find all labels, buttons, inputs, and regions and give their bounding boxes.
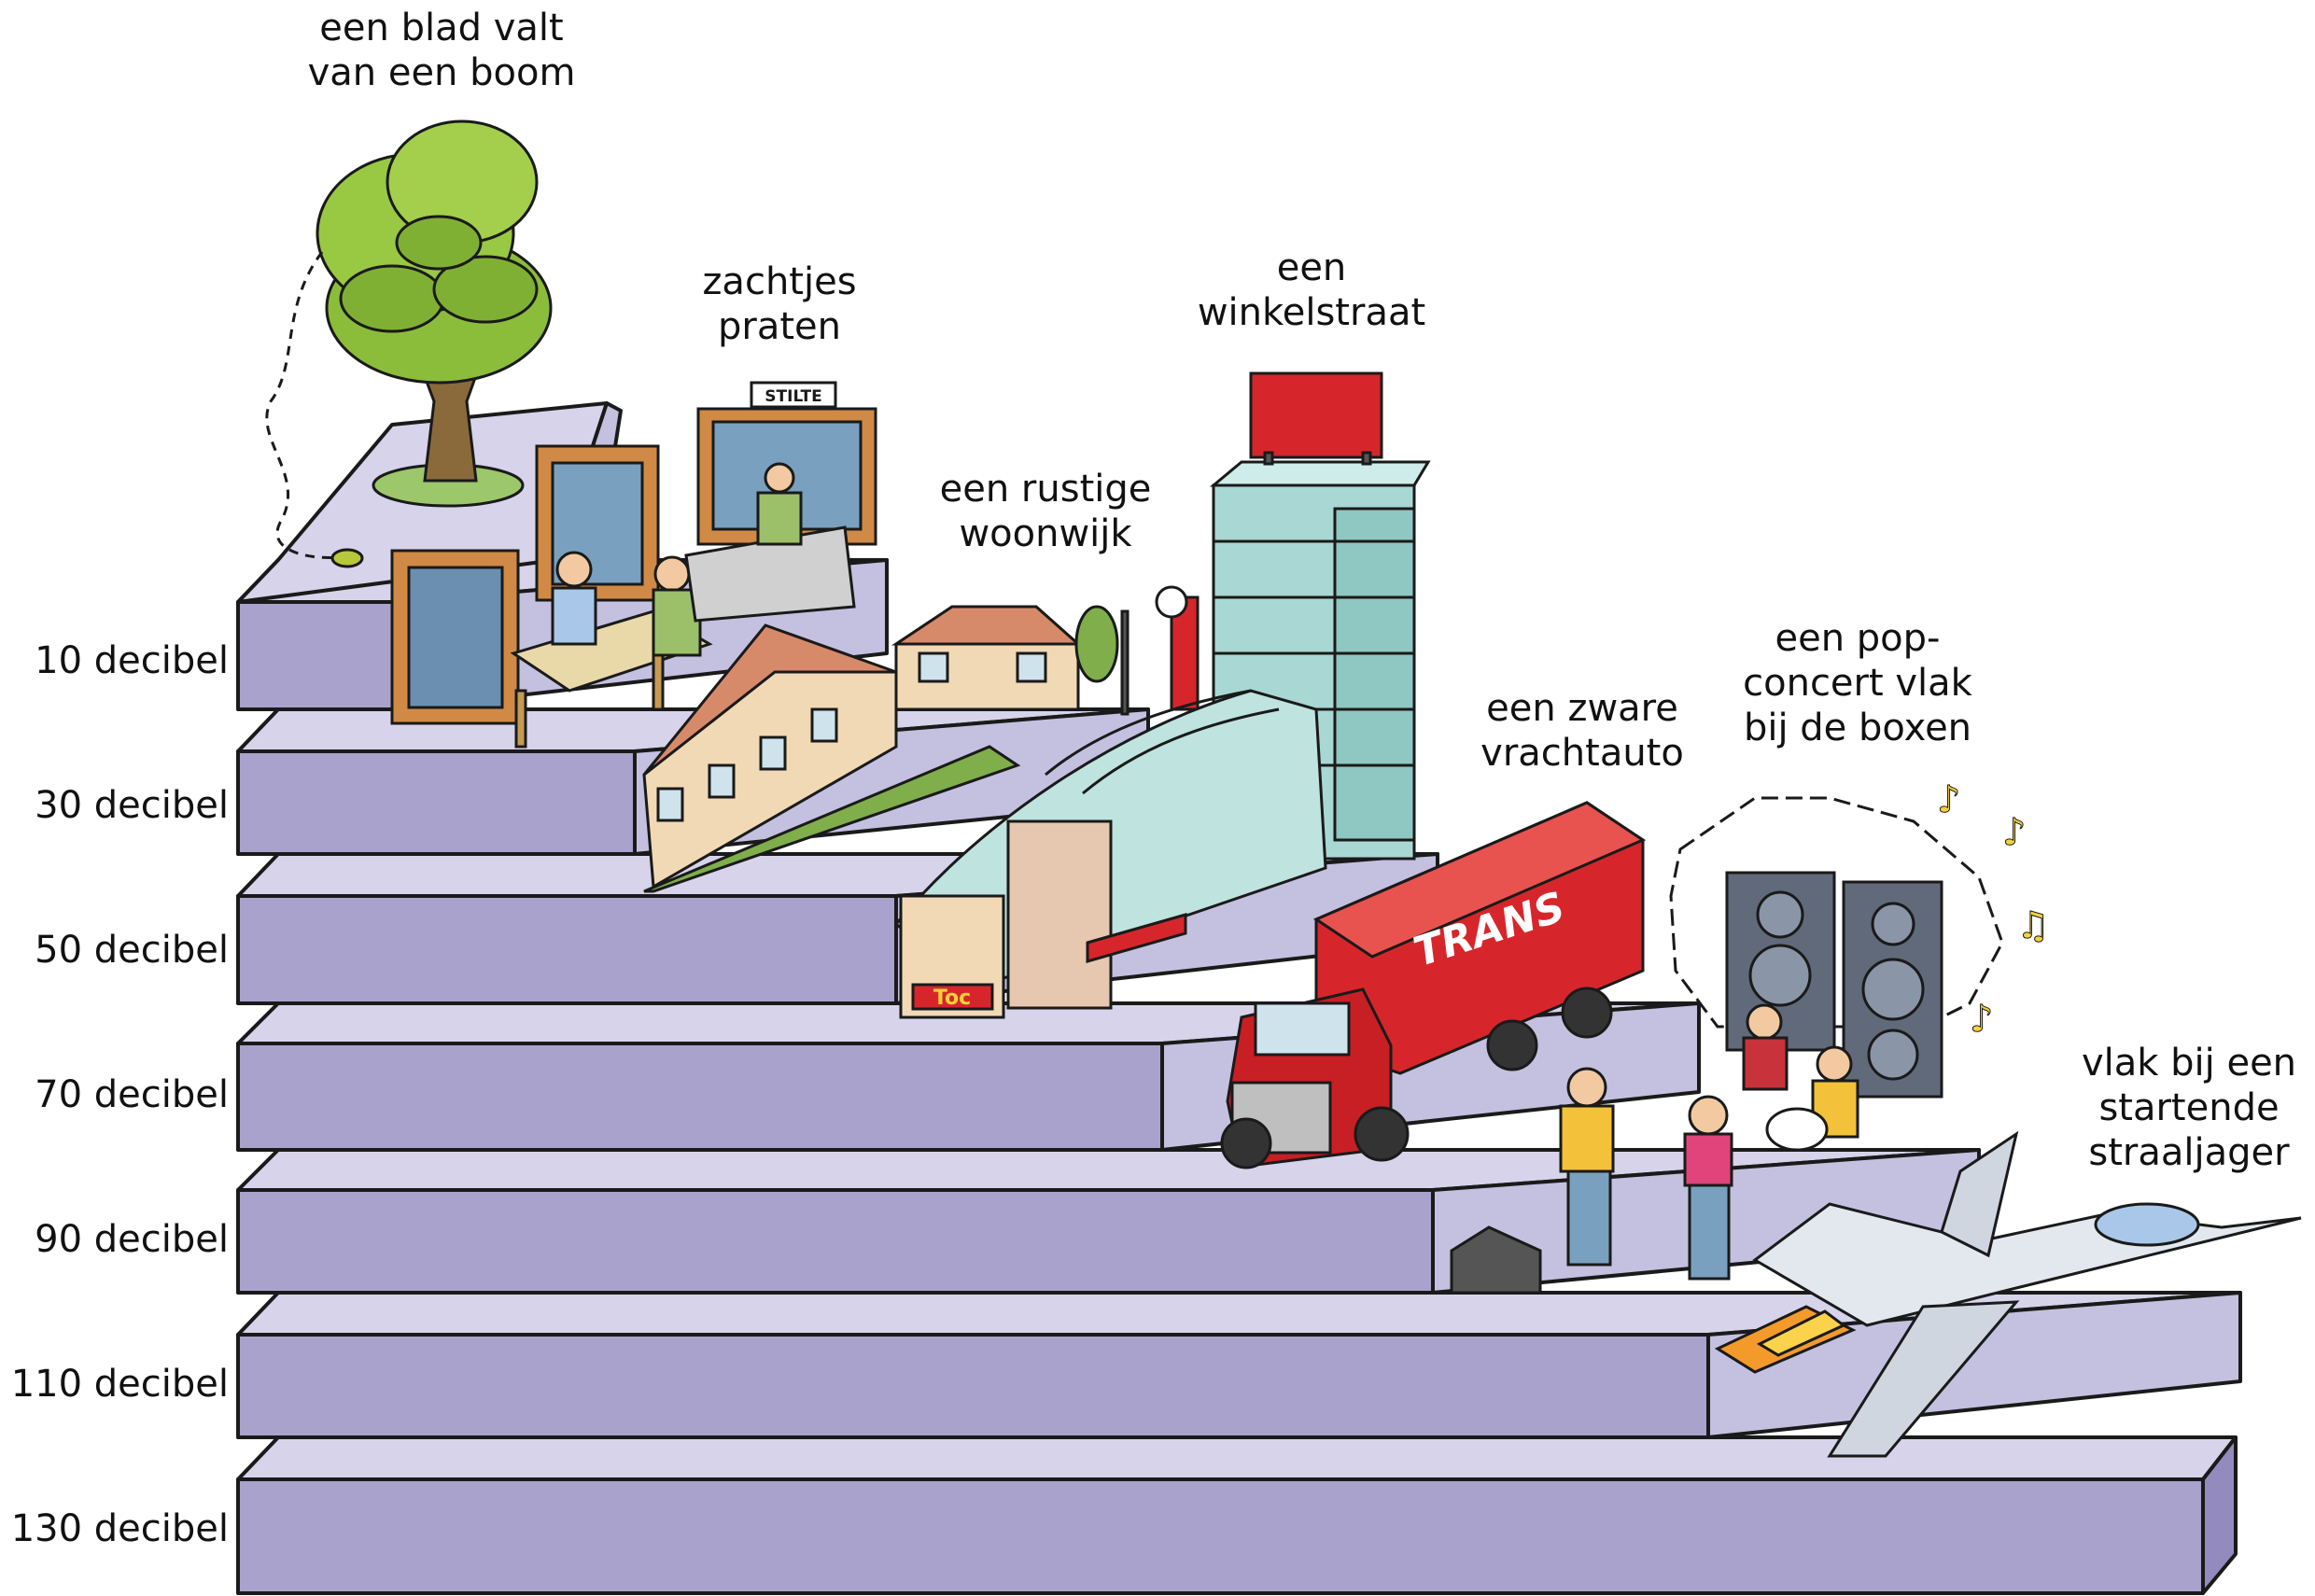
leaf-icon [330, 548, 364, 568]
level-label-30: 30 decibel [35, 784, 229, 827]
caption-jet-line3: straaljager [2088, 1131, 2290, 1174]
caption-shop-line1: een [1276, 246, 1347, 289]
houses-illustration [642, 605, 1129, 893]
caption-truck-line1: een zware [1486, 687, 1678, 730]
shop-sign: Toc [933, 987, 971, 1010]
caption-leaf-line1: een blad valt [319, 7, 564, 49]
step-130 [236, 1435, 2238, 1595]
jet-illustration [1714, 1130, 2302, 1458]
caption-concert-line1: een pop- [1775, 617, 1941, 660]
svg-text:♪: ♪ [1937, 778, 1961, 821]
caption-concert-line2: concert vlak [1743, 662, 1972, 705]
caption-jet-line2: startende [2098, 1086, 2280, 1129]
caption-concert-line3: bij de boxen [1743, 707, 1972, 749]
level-label-50: 50 decibel [35, 929, 229, 972]
level-label-70: 70 decibel [35, 1073, 229, 1116]
caption-quiet: een rustige woonwijk [933, 467, 1158, 556]
caption-jet: vlak bij een startende straaljager [2063, 1041, 2315, 1175]
level-label-110: 110 decibel [10, 1363, 229, 1406]
library-illustration: STILTE [390, 381, 877, 749]
caption-quiet-line1: een rustige [939, 468, 1152, 511]
svg-text:♫: ♫ [2016, 904, 2050, 947]
svg-text:♪: ♪ [2002, 811, 2027, 854]
caption-shop: een winkelstraat [1181, 245, 1442, 335]
caption-talk: zachtjes praten [677, 259, 882, 349]
caption-truck-line2: vrachtauto [1480, 732, 1684, 775]
level-label-10: 10 decibel [35, 639, 229, 682]
caption-talk-line2: praten [718, 305, 841, 348]
caption-shop-line2: winkelstraat [1197, 291, 1426, 334]
caption-jet-line1: vlak bij een [2081, 1042, 2297, 1085]
caption-leaf: een blad valt van een boom [292, 6, 591, 95]
caption-quiet-line2: woonwijk [959, 512, 1132, 555]
shopping-street-illustration: Toc [893, 371, 1431, 1019]
falling-leaf-path [265, 251, 364, 568]
concert-illustration: ♪ ♪ ♫ ♪ [1450, 778, 2050, 1295]
truck-illustration: TRANS [1220, 801, 1647, 1169]
caption-leaf-line2: van een boom [307, 51, 576, 94]
library-sign: STILTE [765, 387, 821, 406]
caption-concert: een pop- concert vlak bij de boxen [1732, 616, 1984, 750]
level-label-130: 130 decibel [10, 1507, 229, 1550]
level-label-90: 90 decibel [35, 1218, 229, 1261]
tree-illustration [316, 119, 553, 508]
caption-truck: een zware vrachtauto [1470, 686, 1694, 776]
svg-text:♪: ♪ [1970, 998, 1994, 1041]
caption-talk-line1: zachtjes [702, 260, 857, 303]
